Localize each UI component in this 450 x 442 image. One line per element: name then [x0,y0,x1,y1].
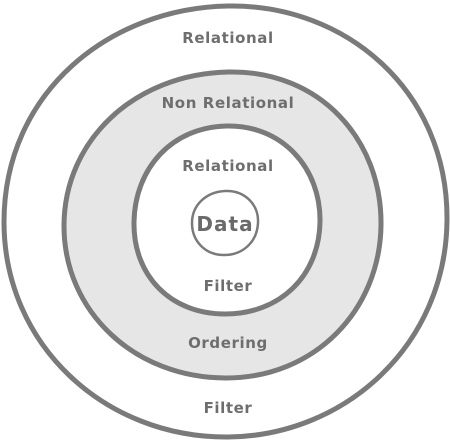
core-label: Data [196,212,253,236]
inner-top-label: Relational [182,157,274,175]
outer-bottom-label: Filter [204,399,253,417]
middle-bottom-label: Ordering [188,334,268,352]
core-circle [190,189,260,257]
outer-top-label: Relational [182,29,274,47]
middle-top-label: Non Relational [162,94,295,112]
inner-bottom-label: Filter [204,277,253,295]
